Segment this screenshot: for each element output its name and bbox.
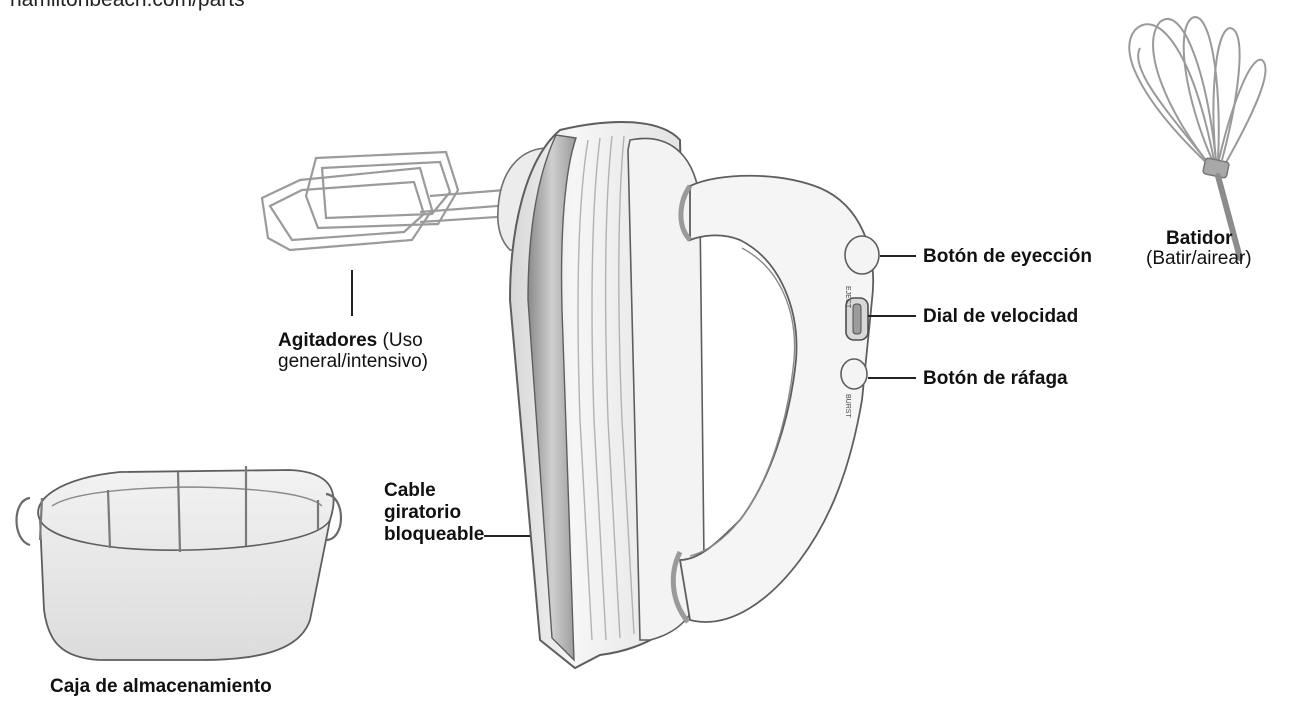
burst-marking: BURST	[844, 394, 851, 418]
storage-case-label: Caja de almacenamiento	[50, 676, 272, 697]
beaters-subtitle-2: general/intensivo)	[278, 351, 428, 372]
cord-label-line-2: giratorio	[384, 502, 462, 523]
speed-dial-label: Dial de velocidad	[923, 306, 1079, 327]
mixer-body	[497, 120, 880, 670]
whisk-illustration	[1128, 16, 1267, 169]
eject-button-label: Botón de eyección	[923, 246, 1092, 267]
beaters-subtitle-1: (Uso	[382, 330, 423, 351]
storage-case-illustration	[15, 466, 343, 661]
beaters-label: Agitadores (Uso	[278, 330, 423, 352]
source-url: hamiltonbeach.com/parts	[10, 0, 245, 12]
whisk-shaft	[1202, 157, 1243, 261]
beaters-title: Agitadores	[278, 330, 378, 351]
burst-button-label: Botón de ráfaga	[923, 368, 1068, 389]
cord-label-line-1: Cable	[384, 480, 436, 501]
cord-label-line-3: bloqueable	[384, 524, 485, 545]
whisk-subtitle: (Batir/airear)	[1146, 248, 1252, 269]
whisk-title: Batidor	[1166, 228, 1233, 249]
beaters-illustration	[260, 150, 513, 252]
eject-marking: EJECT	[844, 286, 851, 309]
